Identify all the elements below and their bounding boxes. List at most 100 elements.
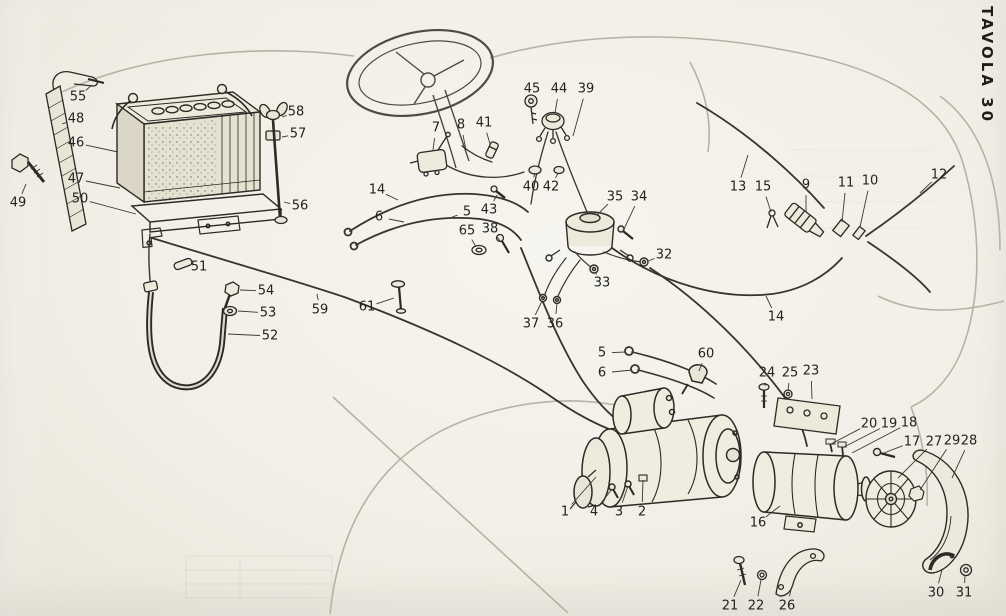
part-label-54: 54	[258, 284, 275, 299]
part-label-46: 46	[68, 136, 85, 151]
part-label-8: 8	[457, 118, 465, 133]
part-label-45: 45	[524, 82, 541, 97]
leader-line-6	[388, 218, 405, 223]
leader-line-13	[740, 154, 749, 178]
leader-line-44	[554, 98, 558, 114]
voltage-regulator	[538, 211, 649, 305]
part-label-16: 16	[750, 516, 767, 531]
fan-bolt	[872, 447, 882, 457]
leader-line-24	[764, 382, 766, 387]
leader-line-14	[385, 193, 399, 201]
leader-line-1	[571, 476, 597, 505]
tie-rod	[259, 101, 288, 225]
leader-line-60	[698, 363, 703, 372]
steering-spokes	[395, 51, 465, 105]
fork-pin	[768, 209, 776, 217]
leader-line-40	[533, 172, 536, 178]
leader-line-5	[451, 214, 458, 218]
cable-washer	[222, 305, 238, 317]
part-label-55: 55	[70, 90, 87, 105]
terminal-washer-a	[538, 293, 548, 303]
part-label-17: 17	[904, 435, 921, 450]
leader-line-56	[283, 201, 291, 205]
cable-nut	[224, 281, 240, 297]
part-label-5: 5	[463, 205, 471, 220]
steering-wheel	[346, 28, 494, 169]
part-label-32: 32	[656, 248, 673, 263]
battery-caps	[151, 100, 235, 115]
leader-line-34	[623, 205, 636, 230]
generator-foot	[783, 515, 817, 533]
leader-line-39	[572, 98, 584, 137]
part-label-34: 34	[631, 190, 648, 205]
connector-nut-small	[851, 225, 867, 241]
leader-line-18	[851, 427, 901, 454]
fuel-pipe	[696, 102, 825, 209]
leader-line-28	[951, 449, 966, 479]
solenoid-lead-b	[637, 369, 715, 399]
part-label-47: 47	[68, 172, 85, 187]
wiring-harness	[148, 102, 955, 447]
leader-line-6	[611, 369, 633, 373]
leader-line-35	[596, 203, 609, 216]
starter-bolt-a	[608, 483, 616, 491]
ignition-wire	[555, 131, 588, 213]
leader-line-7	[432, 137, 436, 151]
switch-washer-b	[553, 165, 565, 175]
part-label-15: 15	[755, 180, 772, 195]
part-label-39: 39	[578, 82, 595, 97]
part-label-60: 60	[698, 347, 715, 362]
leader-line-25	[787, 382, 790, 392]
leader-line-52	[227, 333, 261, 336]
solenoid	[612, 387, 676, 435]
part-label-58: 58	[288, 105, 305, 120]
part-label-49: 49	[10, 196, 27, 211]
battery-terminal-neg	[127, 92, 139, 104]
leader-line-14	[765, 295, 773, 309]
ring-terminal-a	[589, 264, 599, 274]
part-label-27: 27	[926, 435, 943, 450]
part-label-5: 5	[598, 346, 606, 361]
part-label-36: 36	[547, 317, 564, 332]
part-label-23: 23	[803, 364, 820, 379]
leader-line-4	[599, 488, 613, 505]
right-fender-line	[910, 159, 978, 408]
leader-line-37	[534, 300, 543, 316]
leader-line-5	[611, 351, 627, 354]
part-label-56: 56	[292, 199, 309, 214]
part-label-35: 35	[607, 190, 624, 205]
part-label-20: 20	[861, 417, 878, 432]
leader-line-15	[765, 196, 772, 213]
leader-line-17	[883, 445, 903, 454]
leader-line-26	[788, 585, 793, 597]
part-label-24: 24	[759, 366, 776, 381]
switch-washer-a	[528, 165, 542, 175]
cowl-line	[689, 61, 710, 153]
battery	[111, 83, 283, 249]
part-label-4: 4	[590, 505, 598, 520]
cable-lug	[143, 280, 159, 293]
battery-holddown-strap	[11, 71, 105, 232]
support-strap	[775, 548, 825, 597]
part-label-38: 38	[482, 222, 499, 237]
part-label-9: 9	[802, 178, 810, 193]
leader-line-2	[641, 479, 644, 503]
leader-line-16	[765, 505, 781, 518]
part-label-13: 13	[730, 180, 747, 195]
leader-line-42	[555, 172, 559, 179]
leader-line-27	[897, 448, 928, 479]
part-label-7: 7	[432, 121, 440, 136]
leader-line-53	[237, 310, 259, 313]
starter-motor	[569, 364, 742, 510]
part-label-37: 37	[523, 317, 540, 332]
leader-line-41	[486, 132, 491, 145]
leader-line-61	[376, 297, 395, 305]
switch-body	[541, 111, 565, 131]
leader-line-50	[89, 201, 137, 215]
part-label-52: 52	[262, 329, 279, 344]
solenoid-lead-a	[631, 351, 717, 385]
part-label-33: 33	[594, 276, 611, 291]
leader-line-55	[85, 84, 93, 91]
part-label-43: 43	[481, 203, 498, 218]
